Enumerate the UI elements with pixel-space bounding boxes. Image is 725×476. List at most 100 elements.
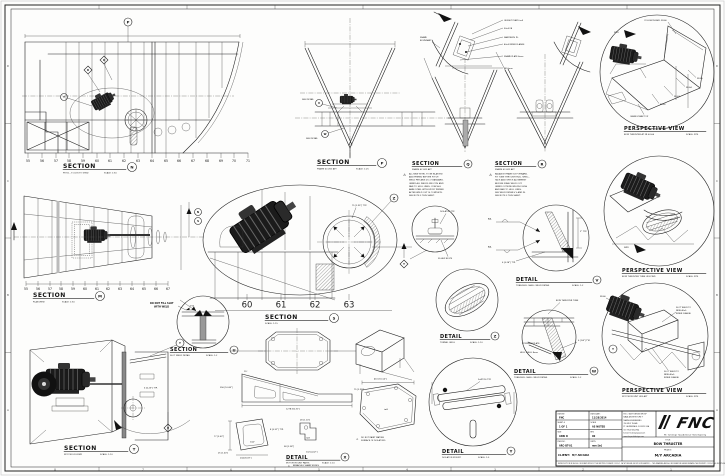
slot-weld-note-2: SLOT WELD TO NEW 40x5 RIDER FLANGE xyxy=(651,347,680,379)
view-title: DETAIL xyxy=(516,277,538,283)
svg-text:T: T xyxy=(612,347,614,351)
svg-text:GRIND OUTSIDE WELDS FLUSH: GRIND OUTSIDE WELDS FLUSH xyxy=(495,186,528,188)
svg-text:65: 65 xyxy=(142,287,146,291)
view-perspective-3: FR.66 SLOT WELD TO NEW 40x5 RIDER FLANGE… xyxy=(600,282,709,398)
svg-text:FT. LAUDERDALE, FL 33315 USA: FT. LAUDERDALE, FL 33315 USA xyxy=(624,425,651,428)
view-detail-y: 2xØ7/16 TYP. DETAIL ISOLATOR MOUNT SCALE… xyxy=(428,357,518,459)
view-tag: W xyxy=(592,368,597,373)
svg-text:SCALE: NTS: SCALE: NTS xyxy=(686,275,699,278)
svg-text:3/16: 3/16 xyxy=(190,306,195,308)
view-section-q: SECTION FRAME 62 LKG AFT Q ⚠ ALL NEW STE… xyxy=(403,57,498,197)
zone-letter: C xyxy=(716,179,718,183)
field-value: 00 xyxy=(592,435,596,438)
weld-symbol-fp: F.P. F.P. xyxy=(488,218,541,253)
do-not-fill-note: DO NOT FILL SLOT xyxy=(150,302,174,305)
zone-letter: D xyxy=(716,64,718,68)
dim: 25 [1.00"] xyxy=(218,453,228,455)
svg-text:66: 66 xyxy=(154,287,158,291)
svg-text:FRAME PLATE 6mm: FRAME PLATE 6mm xyxy=(504,55,523,58)
svg-text:SCALE: NTS: SCALE: NTS xyxy=(686,133,699,136)
svg-text:56: 56 xyxy=(40,159,44,163)
svg-text:700 SW 9 TH AVE.: 700 SW 9 TH AVE. xyxy=(624,422,639,425)
field-label: DWG NO. xyxy=(558,441,566,443)
svg-text:58: 58 xyxy=(67,159,71,163)
section-m-caption: SECTION PLAN VIEW SCALE: 1:50 M xyxy=(32,291,105,303)
svg-text:P: P xyxy=(127,19,130,24)
svg-text:DO NOT PAINT MATING: DO NOT PAINT MATING xyxy=(361,436,384,439)
view-section-r: SECTION FRAME 63 LKG AFT R ⚠ BALANCE FRA… xyxy=(489,51,584,197)
zone-number: 4 xyxy=(406,467,408,471)
view-title: SECTION xyxy=(33,292,66,299)
project-name: M/Y ARCADIA xyxy=(655,453,682,457)
view-perspective-1: FWD COLLISION BHD. FR.66 FR.65 FR.64 FR.… xyxy=(599,14,715,136)
svg-text:63: 63 xyxy=(118,287,122,291)
svg-text:SCALE: 1:10: SCALE: 1:10 xyxy=(100,453,113,456)
view-tag: R xyxy=(541,161,544,166)
svg-text:57: 57 xyxy=(48,287,52,291)
svg-text:RIDER FLANGE: RIDER FLANGE xyxy=(676,312,692,315)
zone-number: 6 xyxy=(230,467,232,471)
bolt-dim: 2xØ7/16 TYP. xyxy=(478,378,492,381)
svg-text:50x5 FB: 50x5 FB xyxy=(504,28,513,30)
view-section-s: 75 [2.95"] TYP. Z 60 61 62 63 SECTION SC… xyxy=(202,183,399,325)
dim: 58 [2.28"] xyxy=(284,446,294,448)
svg-text:60: 60 xyxy=(83,287,87,291)
svg-text:TUBE/HULL SHELL WELD DETAIL: TUBE/HULL SHELL WELD DETAIL xyxy=(516,284,550,287)
tank-top-label: CASING TANK TOP xyxy=(630,115,649,118)
svg-text:AFTER WELD OUT IS COMPLETE.: AFTER WELD OUT IS COMPLETE. xyxy=(409,191,443,194)
svg-text:MOTOR MOUNT LKG AFT: MOTOR MOUNT LKG AFT xyxy=(622,395,648,398)
view-detail-w: BOW THRUSTER TUBE STIFFENER PLATE HULL S… xyxy=(513,300,599,379)
view-title: SECTION xyxy=(265,314,298,321)
svg-text:RIDER FLANGE: RIDER FLANGE xyxy=(664,376,680,379)
stiffener-label: STIFFENER PLATE xyxy=(522,342,540,345)
section-r-caption: SECTION FRAME 63 LKG AFT R xyxy=(494,159,547,171)
zone-number: 8 xyxy=(54,467,56,471)
disclaimer: REPRODUCTION IN WHOLE OR IN PART WITHOUT… xyxy=(558,462,725,465)
view-tag: V xyxy=(596,277,599,282)
svg-text:66: 66 xyxy=(177,159,181,163)
svg-text:70: 70 xyxy=(232,159,236,163)
flag-detail-w: SEE DETAIL W xyxy=(306,127,345,140)
svg-text:W: W xyxy=(324,132,327,136)
flag-detail-v: SEE DETAIL V xyxy=(302,98,338,109)
svg-text:AND PRIMED BEFORE FIT UP.: AND PRIMED BEFORE FIT UP. xyxy=(409,176,439,179)
view-tag: T xyxy=(133,446,136,451)
svg-text:BOUNDARY: BOUNDARY xyxy=(420,39,432,42)
edge-note: BREAK ALL SHARP EDGES xyxy=(293,464,320,467)
svg-text:F.P.: F.P. xyxy=(488,218,492,221)
client-label: CLIENT: xyxy=(558,453,570,457)
field-value: ANSI D xyxy=(559,435,568,438)
field-label: UNITS xyxy=(591,441,596,443)
svg-text:Y: Y xyxy=(178,341,181,345)
view-detail-v: F.P. F.P. 2" TYP. 6 [0.24"] TYP. DETAIL … xyxy=(488,204,602,287)
flag-detail-u: U xyxy=(163,412,173,433)
svg-text:59: 59 xyxy=(71,287,75,291)
view-tag: P xyxy=(381,160,384,165)
svg-text:FIT TUBE THROUGH HULL SHELL,: FIT TUBE THROUGH HULL SHELL, xyxy=(495,177,530,179)
svg-text:TACK AND CHECK ALIGNMENT: TACK AND CHECK ALIGNMENT xyxy=(495,179,527,182)
svg-text:61: 61 xyxy=(108,159,112,163)
svg-text:NEW 40x5: NEW 40x5 xyxy=(676,310,687,312)
svg-text:55: 55 xyxy=(26,159,30,163)
view-section-u: DO NOT FILL SLOT WITH WELD 3/16 SECTION … xyxy=(150,295,239,357)
view-title: SECTION xyxy=(63,163,96,170)
title-label: TITLE: xyxy=(665,439,671,441)
zone-letter: D xyxy=(7,64,9,68)
dim: 8 [0.31"] TYP. xyxy=(270,429,284,431)
svg-text:SEE NOTE 3 THIS SHEET.: SEE NOTE 3 THIS SHEET. xyxy=(495,195,521,197)
view-tag: Z xyxy=(494,333,497,338)
fwd-arrow-icon xyxy=(433,11,452,22)
perspective-2-caption: PERSPECTIVE VIEW BOW THRUSTER TUBE LKG F… xyxy=(621,268,707,278)
view-title: SECTION xyxy=(64,445,97,452)
company-address: F.N.C. YACHT DESIGN GROUP NAVAL ARCHITEC… xyxy=(624,412,651,437)
svg-text:SCALE: 1:2: SCALE: 1:2 xyxy=(572,284,584,287)
svg-text:www.fncyachtdesign.com: www.fncyachtdesign.com xyxy=(624,435,645,438)
svg-text:FRAME 60 LKG AFT: FRAME 60 LKG AFT xyxy=(317,167,337,170)
svg-text:64: 64 xyxy=(130,287,134,291)
weld-callout: 75 [2.95"] TYP. xyxy=(352,205,367,207)
svg-text:56: 56 xyxy=(36,287,40,291)
drawing-title: BOW THRUSTER xyxy=(654,442,683,446)
svg-text:BEFORE FINAL WELD OUT.: BEFORE FINAL WELD OUT. xyxy=(495,182,523,185)
north-arrow-icon xyxy=(11,222,17,241)
